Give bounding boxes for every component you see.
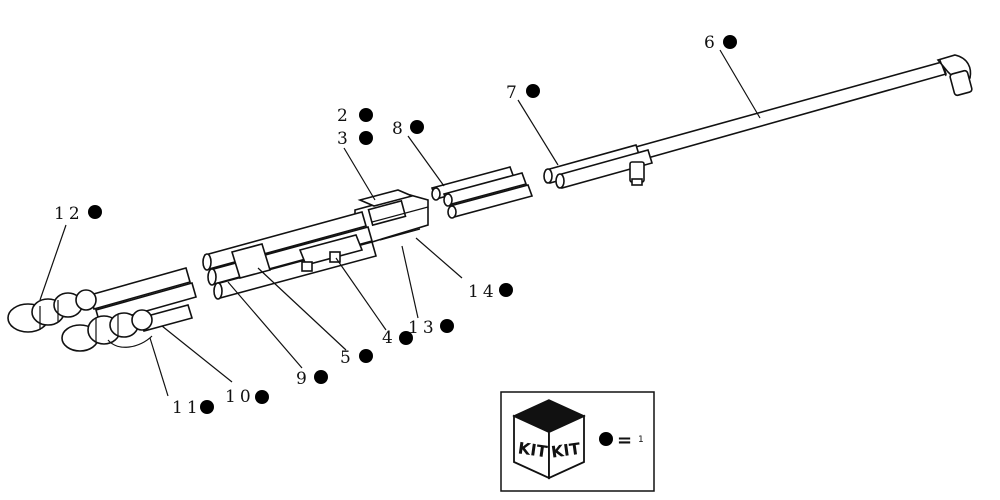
callout-3-dot	[359, 131, 373, 145]
part-10-11-coupler-lower	[61, 309, 153, 352]
kit-label-right: KIT	[550, 439, 582, 462]
callout-5: 5	[340, 348, 373, 368]
callout-8-label: 8	[392, 119, 407, 139]
callout-13-dot	[440, 319, 454, 333]
part-6-long-pipe	[558, 54, 973, 182]
callout-10-dot	[255, 390, 269, 404]
callout-8: 8	[392, 119, 424, 139]
legend-qty: 1	[638, 435, 644, 445]
kit-legend: KIT KIT = 1	[500, 391, 655, 492]
callout-13-label: 13	[408, 318, 438, 338]
callout-9-label: 9	[296, 369, 311, 389]
part-8-tube-bundle	[430, 166, 534, 219]
legend-equals: =	[617, 430, 632, 451]
callout-2-label: 2	[337, 106, 352, 126]
legend-dot	[599, 432, 613, 446]
callout-2: 2	[337, 106, 373, 126]
callout-10: 10	[225, 387, 269, 407]
callout-4-dot	[399, 331, 413, 345]
kit-cube-icon: KIT KIT	[512, 399, 586, 480]
callout-10-label: 10	[225, 387, 255, 407]
callout-14-dot	[499, 283, 513, 297]
kit-label-left: KIT	[517, 438, 549, 461]
callout-3: 3	[337, 129, 373, 149]
callout-2-dot	[359, 108, 373, 122]
callout-6-dot	[723, 35, 737, 49]
callout-7-dot	[526, 84, 540, 98]
part-12-coupler-upper	[7, 289, 97, 333]
callout-4-label: 4	[382, 328, 397, 348]
callout-3-label: 3	[337, 129, 352, 149]
callout-6: 6	[704, 33, 737, 53]
callout-12-dot	[88, 205, 102, 219]
callout-5-dot	[359, 349, 373, 363]
callout-11-dot	[200, 400, 214, 414]
callout-7-label: 7	[506, 83, 521, 103]
part-7-tube-tee	[543, 144, 654, 189]
leader-lines	[39, 49, 761, 397]
callout-9: 9	[296, 369, 328, 389]
callout-14-label: 14	[468, 282, 498, 302]
callout-6-label: 6	[704, 33, 719, 53]
callout-4: 4	[382, 328, 413, 348]
callout-9-dot	[314, 370, 328, 384]
callout-7: 7	[506, 83, 540, 103]
callout-8-dot	[410, 120, 424, 134]
main-tube-bundle	[202, 211, 377, 300]
callout-12-label: 12	[54, 204, 84, 224]
callout-5-label: 5	[340, 348, 355, 368]
callout-13: 13	[408, 318, 454, 338]
callout-14: 14	[468, 282, 513, 302]
callout-11: 11	[172, 398, 214, 418]
callout-11-label: 11	[172, 398, 202, 418]
callout-12: 12	[54, 204, 102, 224]
